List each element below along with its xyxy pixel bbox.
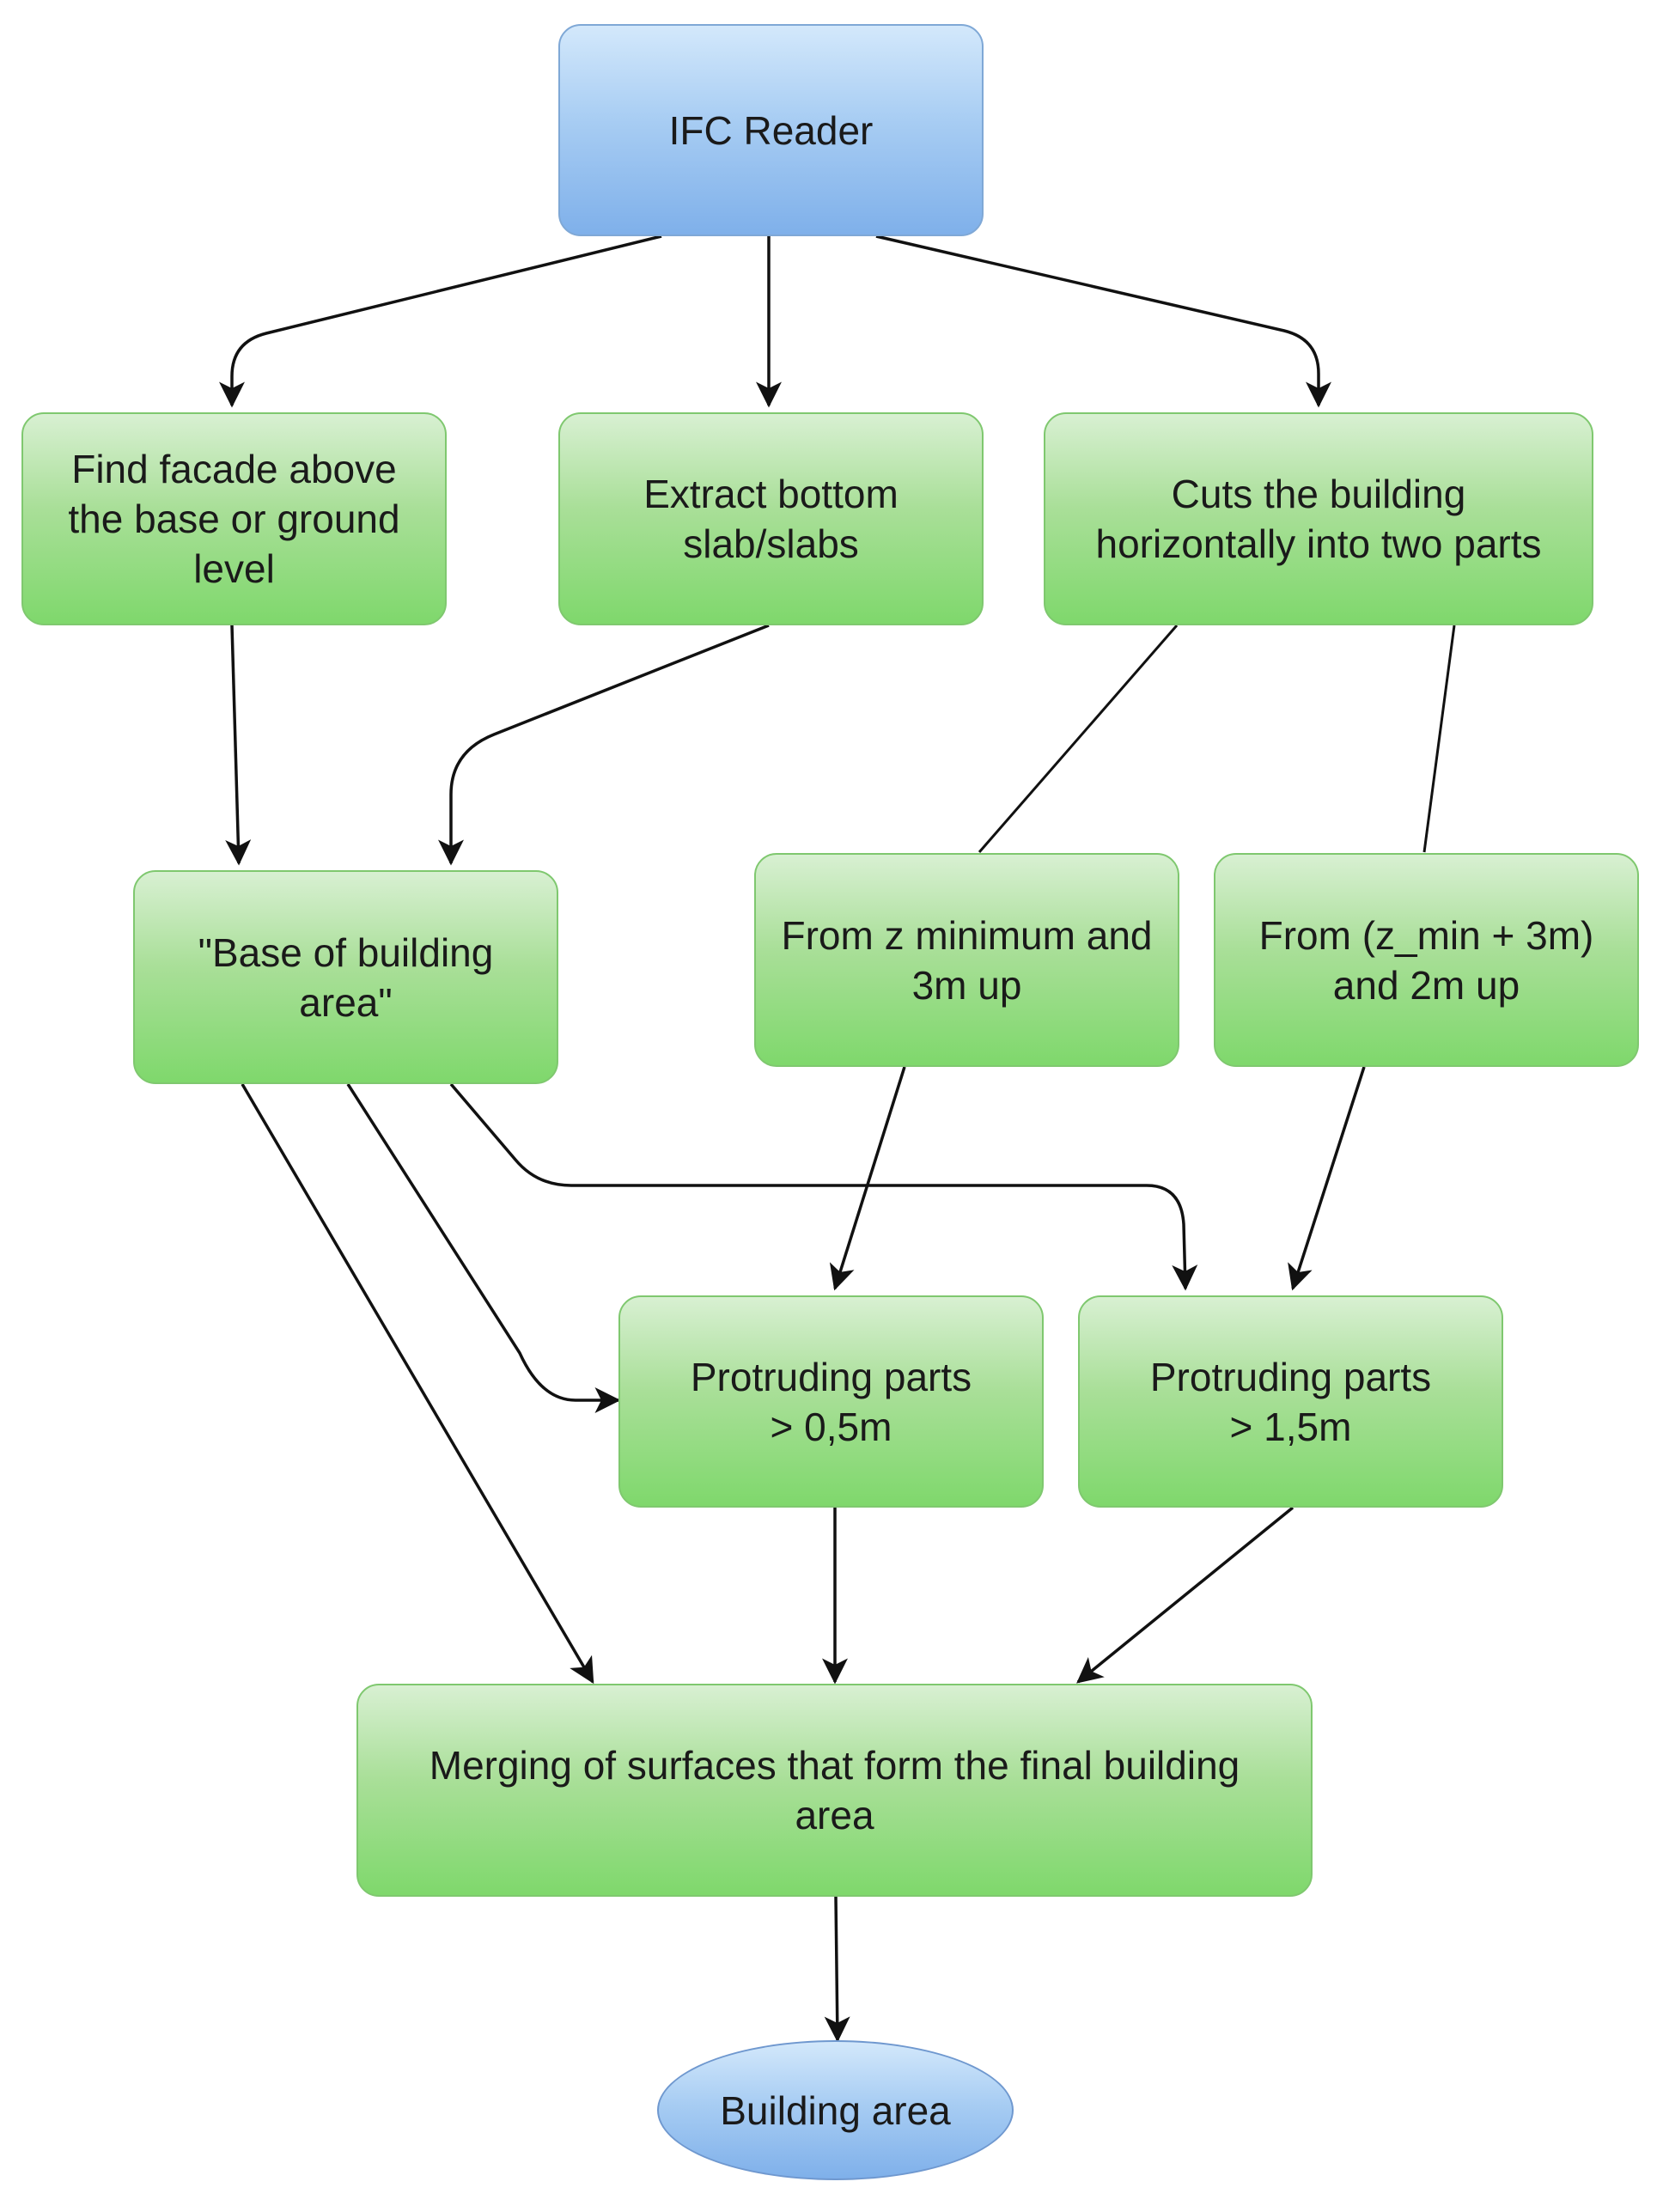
edge-base-area-to-merging xyxy=(241,1083,594,1685)
edge-from-zmin3-to-protruding-15 xyxy=(1288,1066,1366,1291)
node-base-of-building-area: "Base of building area" xyxy=(133,870,558,1084)
node-find-facade: Find facade above the base or ground lev… xyxy=(21,412,447,625)
node-from-zmin-plus-3m: From (z_min + 3m) and 2m up xyxy=(1214,853,1639,1067)
edge-extract-slab-to-base-area xyxy=(438,624,770,866)
edge-protruding-15-to-merging xyxy=(1076,1506,1295,1684)
edge-merging-to-building-area xyxy=(824,1896,850,2043)
edge-from-zmin-to-protruding-05 xyxy=(829,1066,906,1291)
edge-ifc-to-find-facade xyxy=(219,235,662,408)
node-cuts-building: Cuts the building horizontally into two … xyxy=(1044,412,1593,625)
node-protruding-parts-05: Protruding parts > 0,5m xyxy=(618,1295,1044,1508)
node-extract-bottom-slab: Extract bottom slab/slabs xyxy=(558,412,984,625)
edge-cuts-to-from-zmin3 xyxy=(1422,625,1456,853)
edge-ifc-to-cuts-building xyxy=(875,235,1331,408)
node-merging-surfaces: Merging of surfaces that form the final … xyxy=(356,1684,1313,1897)
node-building-area: Building area xyxy=(657,2040,1014,2180)
edge-base-area-to-protruding-05 xyxy=(346,1083,621,1413)
node-protruding-parts-15: Protruding parts > 1,5m xyxy=(1078,1295,1503,1508)
edge-cuts-to-from-zmin xyxy=(978,625,1179,853)
node-from-z-minimum: From z minimum and 3m up xyxy=(754,853,1179,1067)
node-ifc-reader: IFC Reader xyxy=(558,24,984,236)
edge-base-area-to-protruding-15 xyxy=(449,1082,1198,1291)
edge-find-facade-to-base-area xyxy=(225,625,252,866)
